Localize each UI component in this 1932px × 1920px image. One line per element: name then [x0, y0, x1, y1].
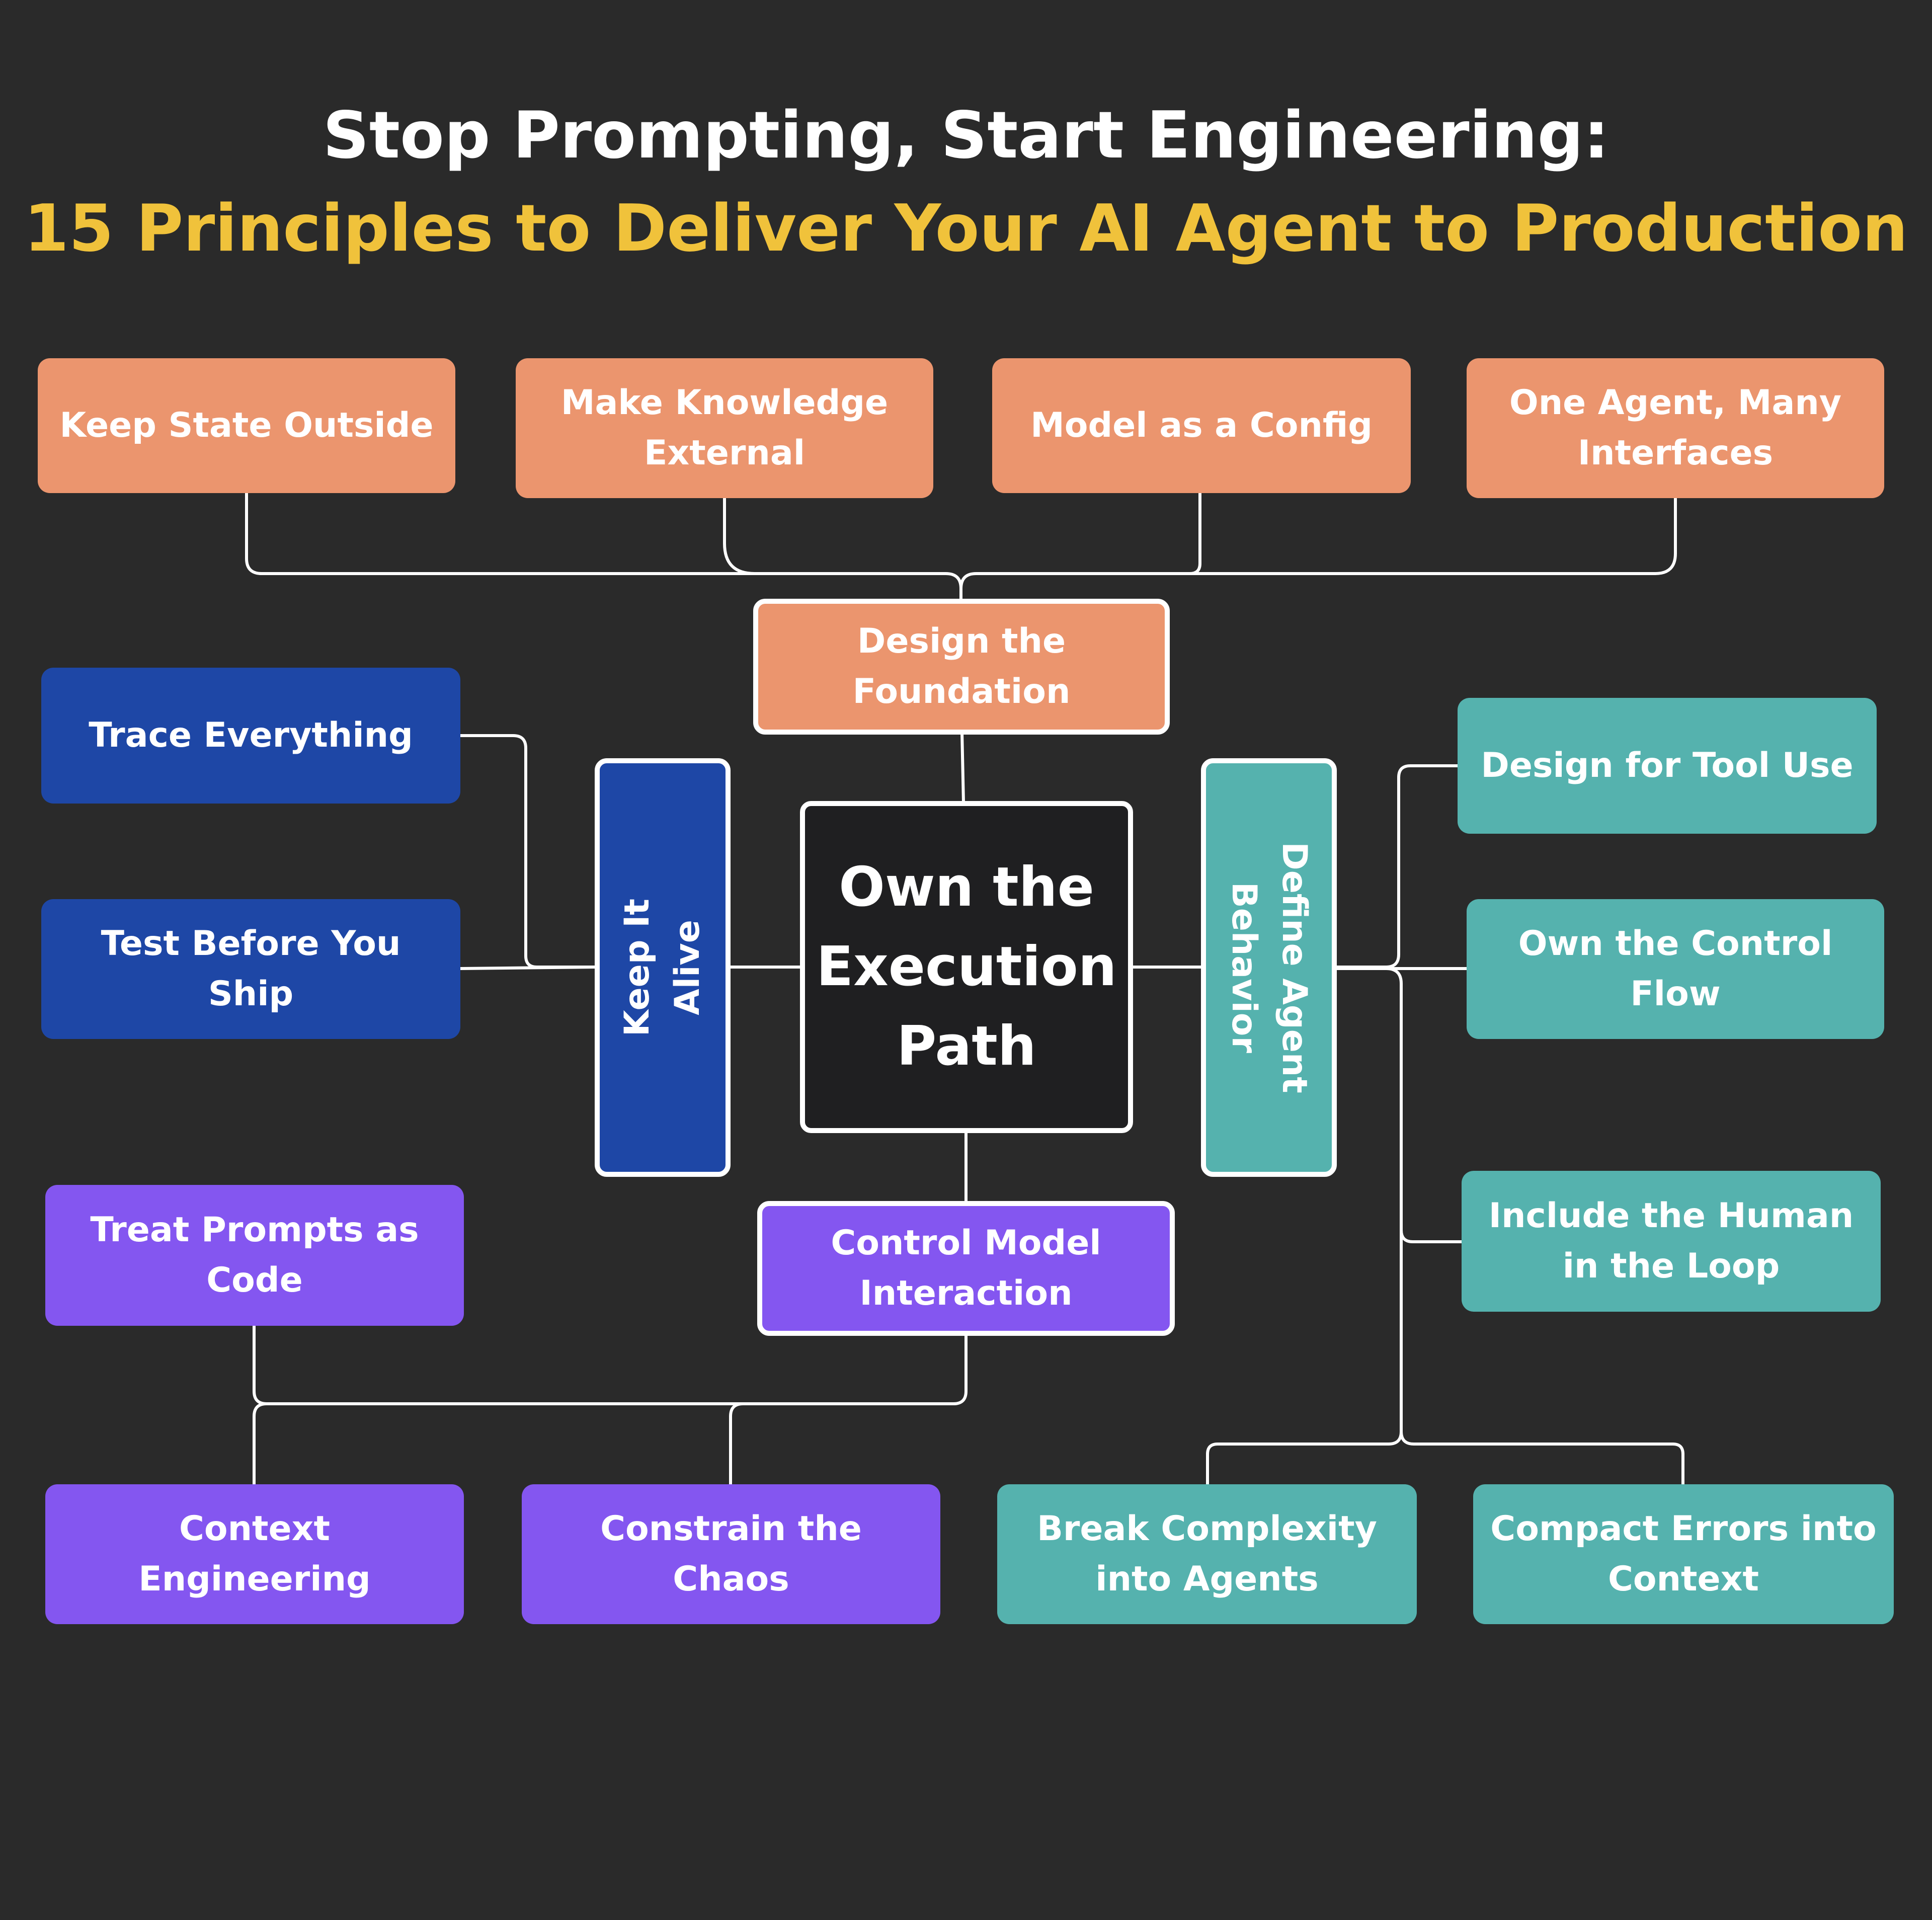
connector-human — [1385, 967, 1465, 1243]
text-line: Treat Prompts as — [90, 1210, 419, 1250]
text-line: Constrain the — [600, 1509, 862, 1549]
text-line: Behavior — [1224, 882, 1264, 1054]
text-line: Context — [1607, 1559, 1759, 1599]
connector-one-agent — [1188, 497, 1677, 575]
text-line: One Agent, Many — [1509, 383, 1842, 423]
text-line: Interfaces — [1577, 433, 1774, 473]
hub-keep-it-alive: Keep It Alive — [595, 758, 731, 1177]
connector-test — [459, 966, 598, 970]
connector-break — [1206, 1229, 1403, 1487]
text-line: Design the — [857, 621, 1066, 661]
text-line: Own the — [839, 856, 1094, 919]
text-line: Interaction — [859, 1273, 1073, 1313]
connector-treat-prompts — [253, 1323, 968, 1405]
text-line: Test Before You — [101, 924, 401, 964]
principle-trace-everything: Trace Everything — [41, 668, 460, 804]
text-line: Chaos — [673, 1559, 789, 1599]
text-line: in the Loop — [1562, 1246, 1780, 1286]
text-line: Trace Everything — [89, 715, 413, 755]
text-line: Include the Human — [1488, 1196, 1854, 1236]
principle-break-complexity-into-agents: Break Complexity into Agents — [997, 1484, 1417, 1624]
connector-trace — [459, 734, 598, 969]
principle-treat-prompts-as-code: Treat Prompts as Code — [45, 1185, 464, 1326]
text-line: Design for Tool Use — [1481, 746, 1854, 785]
text-line: Path — [897, 1015, 1036, 1078]
text-line: Execution — [816, 935, 1117, 998]
text-line: into Agents — [1095, 1559, 1319, 1599]
principle-model-as-config: Model as a Config — [992, 358, 1411, 493]
connector-constrain — [729, 1402, 745, 1487]
connector-context-eng — [253, 1402, 268, 1487]
text-line: Alive — [668, 920, 707, 1015]
text-line: External — [643, 433, 806, 473]
principle-design-for-tool-use: Design for Tool Use — [1458, 698, 1877, 834]
text-line: Own the Control — [1518, 924, 1833, 964]
text-line: Break Complexity — [1037, 1509, 1377, 1549]
text-line: Foundation — [852, 672, 1071, 711]
connector-foundation-center — [960, 731, 965, 804]
text-line: Engineering — [138, 1559, 371, 1599]
connector-model-config — [959, 492, 1201, 590]
title-line-2: 15 Principles to Deliver Your AI Agent t… — [24, 191, 1908, 266]
text-line: Compact Errors into — [1490, 1509, 1877, 1549]
text-line: Control Model — [831, 1223, 1101, 1263]
connector-design-tool — [1334, 764, 1461, 969]
text-line: Ship — [208, 974, 294, 1014]
text-line: Keep It — [617, 899, 657, 1036]
text-line: Define Agent — [1274, 842, 1315, 1093]
text-line: Context — [179, 1509, 331, 1549]
text-line: Model as a Config — [1030, 406, 1373, 445]
text-line: Flow — [1630, 974, 1721, 1014]
text-line: Code — [206, 1260, 303, 1300]
connector-compact — [1400, 1430, 1684, 1487]
text-line: Make Knowledge — [560, 383, 889, 423]
principle-include-the-human-in-the-loop: Include the Human in the Loop — [1462, 1171, 1881, 1312]
text-line: Keep State Outside — [59, 406, 434, 445]
connector-keep-state — [245, 492, 962, 600]
connector-make-knowledge — [723, 497, 756, 575]
title-line-1: Stop Prompting, Start Engineering: — [323, 98, 1609, 173]
principle-keep-state-outside: Keep State Outside — [38, 358, 455, 493]
